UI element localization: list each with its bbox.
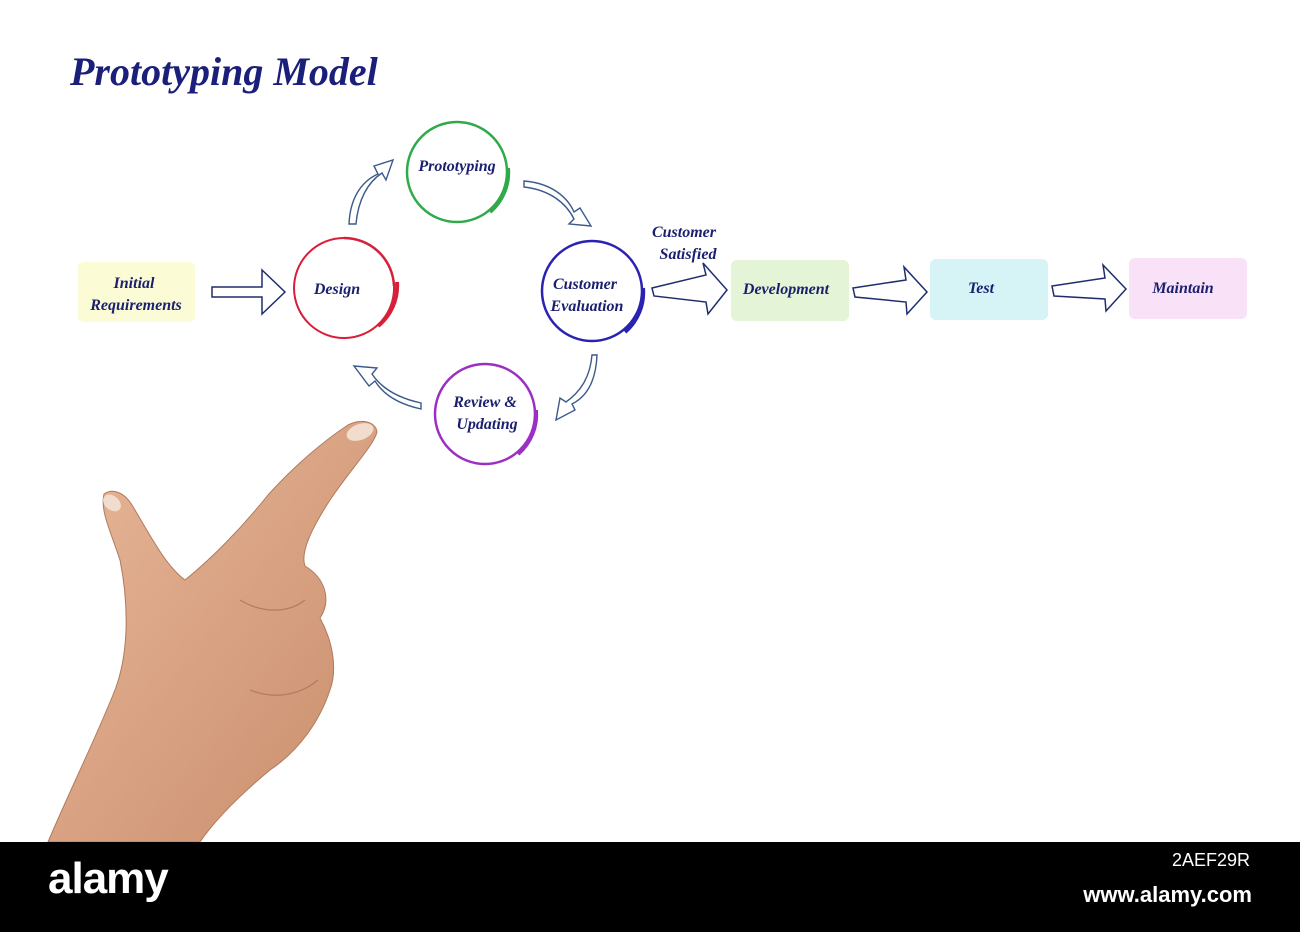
review-updating-label-line1: Review & — [452, 394, 517, 411]
customer-evaluation-label-line1: Customer — [553, 276, 618, 293]
diagram-title: Prototyping Model — [70, 49, 378, 94]
arrow-prototyping-to-evaluation — [523, 180, 593, 227]
maintain-box — [1129, 258, 1247, 319]
svg-text:Initial Requirements: Initial Requirements — [89, 275, 182, 314]
test-label: Test — [968, 280, 995, 297]
initial-requirements-label-line2: Requirements — [89, 297, 182, 314]
initial-requirements-label-line1: Initial — [113, 275, 155, 292]
brand-url-text: www.alamy.com — [1083, 882, 1252, 907]
svg-text:Review & Updating: Review & Updating — [452, 394, 521, 433]
arrow-design-to-prototyping — [348, 158, 395, 225]
watermark-footer-bar: alamy 2AEF29R www.alamy.com — [0, 842, 1300, 932]
prototyping-model-diagram: Initial Requirements Design Prototyping … — [47, 120, 1247, 842]
brand-logo: alamy — [48, 854, 169, 903]
review-updating-label-line2: Updating — [456, 416, 517, 433]
development-label: Development — [742, 281, 830, 298]
arrow-development-to-test — [852, 264, 929, 316]
image-id-text: 2AEF29R — [1171, 850, 1250, 870]
arrow-test-to-maintain — [1051, 262, 1128, 313]
pointing-hand-image — [47, 421, 378, 842]
arrow-evaluation-to-development — [651, 262, 728, 316]
arrow-evaluation-to-review — [555, 354, 598, 422]
initial-requirements-box — [78, 262, 195, 322]
customer-satisfied-label-line2: Satisfied — [660, 246, 718, 263]
svg-text:Customer Satisfied: Customer Satisfied — [652, 224, 720, 263]
arrow-review-to-design — [352, 365, 422, 410]
svg-text:Customer Evaluation: Customer Evaluation — [550, 276, 624, 315]
design-label: Design — [313, 281, 360, 298]
prototyping-label: Prototyping — [417, 158, 495, 175]
development-box — [731, 260, 849, 321]
review-updating-circle — [433, 362, 537, 466]
customer-satisfied-label-line1: Customer — [652, 224, 717, 241]
maintain-label: Maintain — [1151, 280, 1213, 297]
arrow-initial-to-design — [211, 268, 287, 316]
test-box — [930, 259, 1048, 320]
customer-evaluation-label-line2: Evaluation — [550, 298, 624, 315]
